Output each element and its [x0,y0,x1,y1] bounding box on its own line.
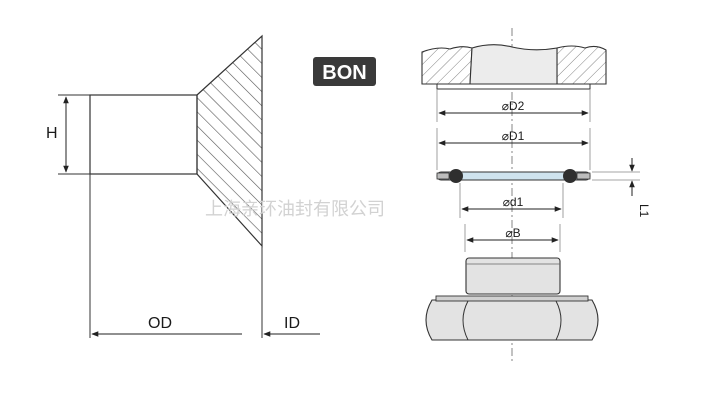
bolt-hex-facet-left [462,300,469,341]
bolt-hex-head [425,299,599,341]
h-label: H [46,125,58,142]
housing-bore [469,44,558,85]
company-watermark: 上海亲环油封有限公司 [205,199,385,220]
washer-section [89,94,198,175]
badge-label: BON [322,62,366,84]
d1-outer-label: ⌀D1 [502,129,525,143]
section-view: H OD ID [46,34,320,338]
product-badge: BON [313,57,376,86]
assembly-view: ⌀D2 ⌀D1 L1 ⌀d1 ⌀B [421,28,651,362]
seal-rubber-right [563,169,577,183]
l1-label: L1 [637,204,651,218]
bolt-hex-collar [435,295,589,302]
seal-metal-right-end [576,172,591,180]
seal-metal-left-end [436,172,450,180]
seal-rubber-left [449,169,463,183]
b-label: ⌀B [505,226,520,240]
od-label: OD [148,315,172,332]
d1-inner-label: ⌀d1 [503,195,524,209]
housing-right [556,45,607,85]
housing-face [436,83,591,90]
bolt-hex-facet-right [555,300,562,341]
id-label: ID [284,315,300,332]
bolt-shank [465,257,561,295]
housing-left [421,46,473,85]
badge-background [313,57,376,86]
d2-label: ⌀D2 [502,99,525,113]
